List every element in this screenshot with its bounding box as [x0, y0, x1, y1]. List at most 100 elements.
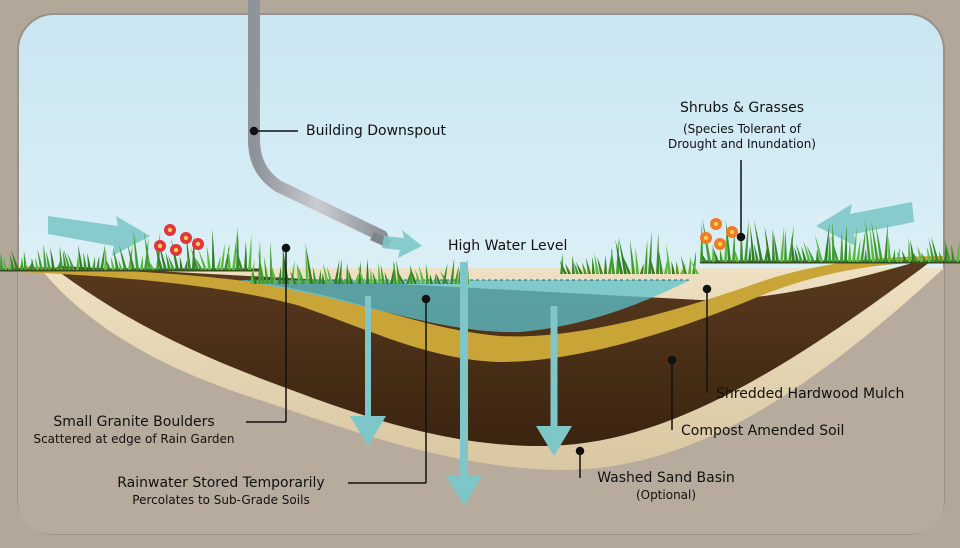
- grass-blade: [680, 255, 687, 274]
- grass-blade: [334, 259, 340, 284]
- grass-blade: [806, 245, 815, 262]
- grass-blade: [63, 249, 71, 270]
- grass-blade: [581, 262, 587, 274]
- grass-blade: [884, 223, 888, 262]
- grass-blade: [110, 256, 115, 270]
- grass-blade: [640, 263, 644, 274]
- grass-blade: [113, 248, 119, 270]
- grass-blade: [3, 256, 7, 270]
- grass-blade: [296, 265, 301, 284]
- grass-blade: [795, 243, 803, 262]
- grass-blade: [615, 239, 623, 274]
- grass-blade: [282, 243, 285, 284]
- percolation-arrow-right: [536, 306, 572, 456]
- grass-blade: [244, 241, 247, 270]
- grass-blade: [190, 247, 199, 270]
- grass-blade: [656, 233, 660, 274]
- grass-blade: [409, 266, 417, 284]
- grass-blade: [380, 264, 385, 284]
- grass-blade: [179, 256, 183, 270]
- grass-blade: [206, 245, 211, 270]
- grass-blade: [791, 236, 795, 262]
- grass-blade: [322, 262, 329, 284]
- grass-blade: [425, 263, 429, 284]
- grass-blade: [700, 222, 703, 262]
- grass-blade: [212, 229, 215, 270]
- grass-blade: [901, 250, 907, 262]
- grass-blade: [713, 247, 719, 262]
- grass-blade: [700, 251, 707, 262]
- left-inflow-arrow: [48, 216, 150, 256]
- grass-blade: [372, 272, 377, 284]
- grass-blade: [896, 251, 903, 262]
- grass-blade: [840, 230, 843, 262]
- grass-blade: [220, 243, 225, 270]
- grass-blade: [418, 264, 425, 284]
- grass-blade: [198, 249, 207, 270]
- grass-blade: [944, 237, 951, 262]
- grass-blade: [312, 266, 317, 284]
- grass-blade: [104, 248, 107, 270]
- grass-blade: [133, 229, 139, 270]
- grass-blade: [234, 245, 243, 270]
- grass-blade: [622, 254, 631, 274]
- grass-blade: [585, 257, 591, 274]
- grass-blade: [649, 256, 655, 274]
- grass-blade: [50, 247, 55, 270]
- grass-blade: [748, 246, 752, 262]
- grass-blade: [354, 271, 360, 284]
- grass-blade: [396, 270, 405, 284]
- grass-blade: [62, 250, 67, 270]
- label-boulders: Small Granite Boulders Scattered at edge…: [24, 414, 244, 447]
- grass-blade: [56, 258, 62, 270]
- flower: [180, 232, 192, 244]
- grass-blade: [864, 248, 867, 262]
- grass-blade: [450, 258, 455, 284]
- grass-blade: [326, 266, 333, 284]
- grass-blade: [910, 239, 915, 262]
- label-mulch-text: Shredded Hardwood Mulch: [716, 386, 905, 402]
- grass-blade: [318, 269, 322, 284]
- grass-blade: [270, 241, 273, 284]
- grass-blade: [232, 233, 237, 270]
- grass-blade: [20, 256, 24, 270]
- label-sand: Washed Sand Basin (Optional): [580, 470, 752, 503]
- grass-blade: [216, 255, 221, 270]
- label-compost-text: Compost Amended Soil: [681, 423, 845, 439]
- grass-blade: [454, 264, 459, 284]
- grass-blade: [248, 234, 252, 270]
- grass-blade: [635, 247, 639, 274]
- grass-blade: [434, 273, 437, 284]
- label-sand-sub: (Optional): [635, 487, 697, 502]
- grass-blade: [31, 258, 35, 270]
- flower: [170, 244, 182, 256]
- grass-blade: [559, 260, 567, 274]
- grass-blade: [824, 223, 830, 262]
- label-mulch: Shredded Hardwood Mulch: [716, 386, 904, 404]
- grass-blade: [184, 259, 188, 270]
- grass-blade: [803, 240, 811, 262]
- grass-blade: [100, 244, 106, 270]
- grass-blade: [608, 248, 613, 274]
- grass-blade: [939, 250, 943, 262]
- grass-blade: [59, 245, 63, 270]
- grass-blade: [950, 243, 955, 262]
- flower: [154, 240, 166, 252]
- grass-blade: [252, 272, 257, 284]
- label-high-water: High Water Level: [448, 238, 567, 256]
- grass-blade: [772, 228, 775, 262]
- label-storage: Rainwater Stored Temporarily Percolates …: [96, 475, 346, 508]
- grass-blade: [750, 224, 755, 262]
- label-shrubs-title: Shrubs & Grasses: [679, 100, 805, 116]
- grass-blade: [911, 250, 919, 262]
- grass-blade: [920, 251, 927, 262]
- grass-blade: [296, 262, 305, 284]
- grass-blade: [45, 251, 51, 270]
- grass-blade: [892, 248, 896, 262]
- grass-blade: [816, 248, 819, 262]
- grass-blade: [856, 238, 861, 262]
- grass-blade: [414, 269, 421, 284]
- grass-blade: [944, 242, 947, 262]
- grass-blade: [263, 256, 269, 284]
- surface-flow-arrows: [48, 202, 914, 258]
